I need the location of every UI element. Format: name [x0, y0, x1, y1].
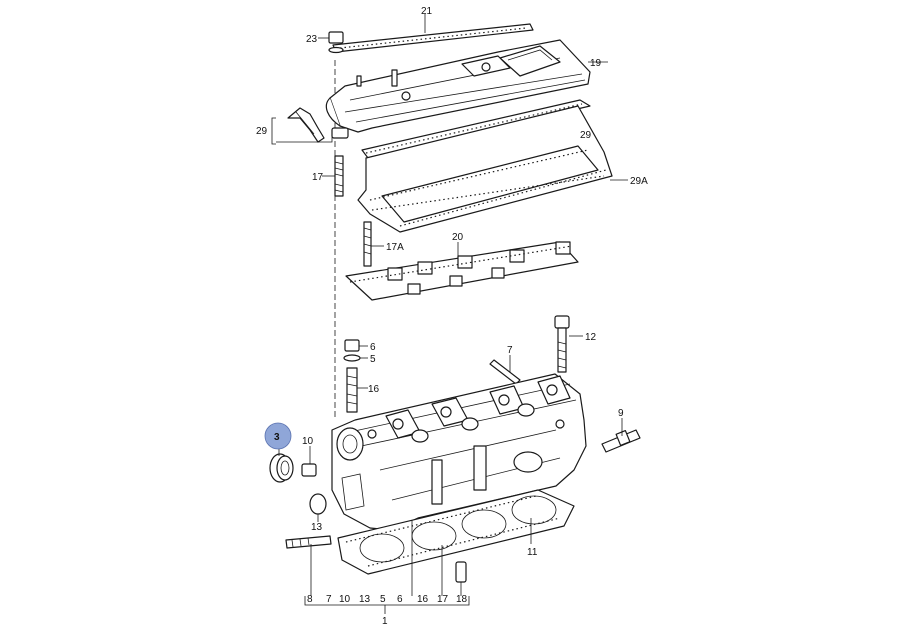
label-9: 9 — [618, 408, 624, 419]
label-19: 19 — [590, 58, 602, 69]
part-10-plug[interactable] — [301, 463, 317, 477]
label-29a: 29A — [630, 176, 648, 187]
part-3-camshaft-oil-seal[interactable] — [269, 453, 294, 483]
label-7: 7 — [507, 345, 513, 356]
label-11: 11 — [527, 547, 538, 558]
label-13: 13 — [311, 522, 323, 533]
cover-end-seal-small — [331, 127, 349, 139]
label-5: 5 — [370, 354, 376, 365]
part-23-nut[interactable] — [328, 31, 344, 54]
part-17-stud[interactable] — [334, 155, 344, 197]
bracket-label-13: 13 — [359, 594, 371, 605]
part-13-sealing-plug[interactable] — [309, 493, 327, 515]
bracket-label-8: 8 — [307, 594, 313, 605]
part-29a-cover-gasket[interactable] — [357, 99, 613, 233]
part-8-exhaust-stud[interactable] — [285, 535, 332, 549]
part-11-cylinder-head-gasket[interactable] — [337, 489, 575, 575]
part-16-stud[interactable] — [346, 367, 358, 413]
part-12-head-bolt[interactable] — [554, 315, 570, 373]
label-6: 6 — [370, 342, 376, 353]
bracket-label-17: 17 — [437, 594, 449, 605]
bracket-label-16: 16 — [417, 594, 429, 605]
part-29-half-moon-seal-left[interactable] — [287, 107, 325, 143]
label-12: 12 — [585, 332, 597, 343]
bracket-label-7: 7 — [326, 594, 332, 605]
part-5-washer[interactable] — [343, 354, 361, 362]
label-3[interactable]: 3 — [274, 432, 280, 443]
part-18-guide-sleeve[interactable] — [455, 561, 467, 590]
label-20: 20 — [452, 232, 464, 243]
label-21: 21 — [421, 6, 433, 17]
part-3-highlight-marker[interactable] — [264, 422, 292, 450]
part-9-temperature-fitting[interactable] — [601, 429, 641, 453]
label-17a: 17A — [386, 242, 404, 253]
label-1: 1 — [382, 616, 388, 627]
bottom-bracket — [304, 520, 470, 614]
bracket-label-5: 5 — [380, 594, 386, 605]
bracket-label-18: 18 — [456, 594, 468, 605]
label-16: 16 — [368, 384, 380, 395]
label-10: 10 — [302, 436, 314, 447]
part-17a-long-stud[interactable] — [363, 221, 372, 267]
cylinder-head[interactable] — [331, 373, 587, 531]
bracket-label-10: 10 — [339, 594, 351, 605]
label-29-left: 29 — [256, 126, 268, 137]
label-17: 17 — [312, 172, 324, 183]
part-7-stud[interactable] — [489, 359, 521, 385]
part-19-valve-cover[interactable] — [325, 39, 591, 133]
part-20-bearing-caps[interactable] — [345, 241, 579, 301]
bracket-label-6: 6 — [397, 594, 403, 605]
label-23: 23 — [306, 34, 318, 45]
part-6-nut[interactable] — [344, 339, 360, 352]
label-29-right: 29 — [580, 130, 592, 141]
part-21-gasket[interactable] — [332, 23, 534, 53]
